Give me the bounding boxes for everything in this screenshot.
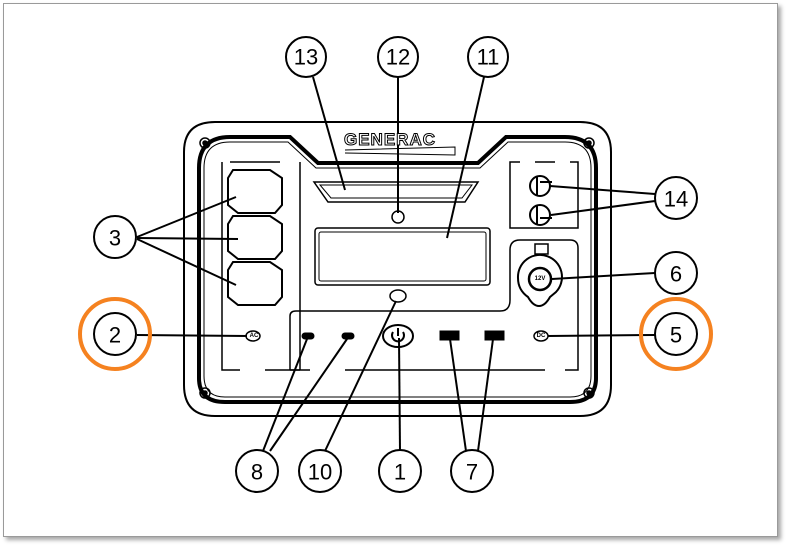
callout-circle-2 xyxy=(93,312,137,356)
12v-label: 12V xyxy=(535,276,546,282)
dc-label: DC xyxy=(537,333,546,339)
figure-frame xyxy=(3,3,778,537)
callout-circle-10 xyxy=(298,449,342,493)
leader-lines xyxy=(136,76,656,452)
outlet-area xyxy=(221,161,301,371)
callout-circle-12 xyxy=(377,36,419,78)
callout-8: 8 xyxy=(251,460,263,485)
callout-7: 7 xyxy=(466,460,478,485)
port-panel xyxy=(289,239,579,371)
callout-circle-3 xyxy=(93,215,137,259)
callout-circle-13 xyxy=(285,36,327,78)
callout-circle-14 xyxy=(654,176,698,220)
callout-circle-7 xyxy=(450,449,494,493)
usb-c-ports xyxy=(301,332,355,340)
ac-outlets xyxy=(227,169,283,306)
panel-bezel xyxy=(197,135,598,404)
callout-circle-5 xyxy=(654,312,698,356)
12v-socket xyxy=(516,243,563,308)
led-light-bar xyxy=(312,181,480,203)
callout-circle-1 xyxy=(378,449,422,493)
callout-6: 6 xyxy=(670,262,682,287)
corner-screws xyxy=(199,137,595,399)
highlight-ring-5 xyxy=(639,297,713,371)
callout-circle-6 xyxy=(654,251,698,295)
callout-11: 11 xyxy=(477,45,500,70)
callout-circle-8 xyxy=(235,449,279,493)
callout-13: 13 xyxy=(294,45,318,70)
circuit-breakers xyxy=(529,175,552,226)
power-icon xyxy=(391,328,405,343)
callout-2: 2 xyxy=(109,323,121,348)
breaker-area xyxy=(509,161,579,229)
callout-circle-11 xyxy=(467,36,509,78)
lcd-display xyxy=(314,227,491,286)
callout-14: 14 xyxy=(664,187,688,212)
panel-housing xyxy=(183,121,612,417)
ac-label: AC xyxy=(250,333,259,339)
indicator-light xyxy=(389,289,407,303)
callout-12: 12 xyxy=(386,45,410,70)
generac-logo: GENERAC xyxy=(344,130,436,149)
callout-1: 1 xyxy=(394,460,406,485)
highlight-ring-2 xyxy=(78,297,152,371)
callout-3: 3 xyxy=(109,226,121,251)
usb-a-ports xyxy=(439,330,505,341)
callout-10: 10 xyxy=(308,460,332,485)
callout-5: 5 xyxy=(670,323,682,348)
power-button xyxy=(382,324,414,348)
